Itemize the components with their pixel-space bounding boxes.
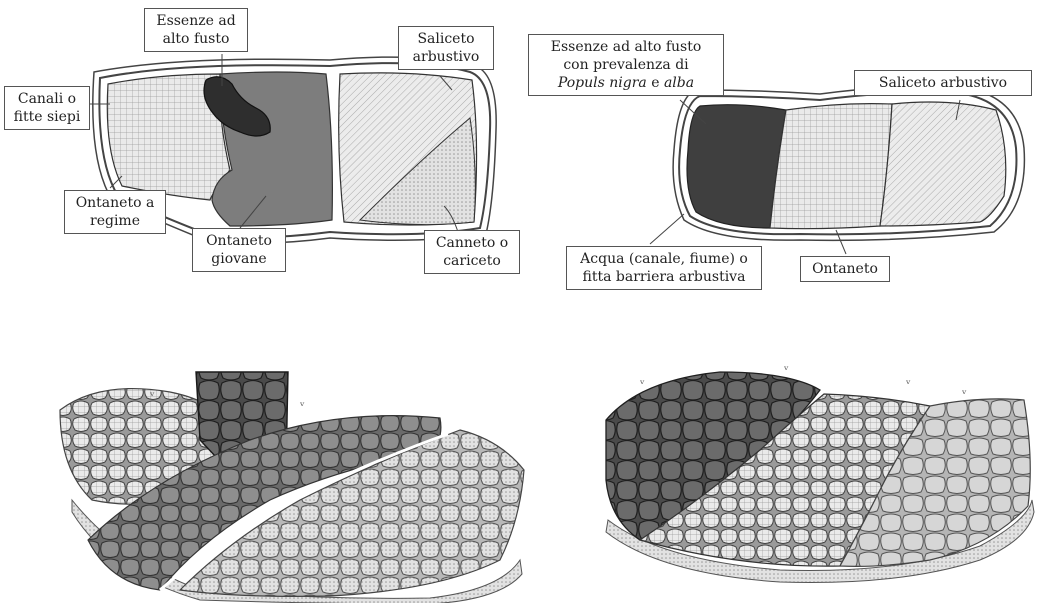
label-willow-left-line1: Saliceto (405, 30, 487, 48)
label-high-trees: Essenze ad alto fusto (144, 8, 248, 52)
label-alder-young: Ontaneto giovane (192, 228, 286, 272)
label-reeds-line1: Canneto o (431, 234, 513, 252)
label-alder-regime-line1: Ontaneto a (71, 194, 159, 212)
label-high-trees-right-line1: Essenze ad alto fusto (535, 38, 717, 56)
bird-icon-6: ᵛ (961, 387, 967, 401)
label-species-join: e (647, 75, 664, 91)
right-plan-map (650, 86, 1024, 254)
label-reeds: Canneto o cariceto (424, 230, 520, 274)
label-alder-regime: Ontaneto a regime (64, 190, 166, 234)
label-alder-young-line2: giovane (199, 250, 279, 268)
right-3d-view: ᵛ ᵛ ᵛ ᵛ (606, 363, 1034, 583)
zone-willow-hatch (880, 102, 1006, 226)
bird-icon-4: ᵛ (783, 363, 789, 377)
label-alder-regime-line2: regime (71, 212, 159, 230)
bird-icon-1: ᵛ (149, 389, 155, 403)
label-willow-left-line2: arbustivo (405, 48, 487, 66)
bird-icon-5: ᵛ (905, 377, 911, 391)
label-water-line1: Acqua (canale, fiume) o (573, 250, 755, 268)
label-high-trees-line2: alto fusto (151, 30, 241, 48)
label-willow-right: Saliceto arbustivo (854, 70, 1032, 96)
label-high-trees-right-line3: Populs nigra e alba (535, 74, 717, 92)
label-species-alba: alba (664, 75, 694, 91)
leader-water (650, 214, 684, 244)
bird-icon-3: ᵛ (639, 377, 645, 391)
label-alder-text: Ontaneto (807, 260, 883, 278)
label-water: Acqua (canale, fiume) o fitta barriera a… (566, 246, 762, 290)
label-species-nigra: Populs nigra (558, 75, 647, 91)
zone-alder-grid (770, 104, 892, 229)
label-reeds-line2: cariceto (431, 252, 513, 270)
label-willow-left: Saliceto arbustivo (398, 26, 494, 70)
left-3d-view: ᵛ ᵛ (60, 372, 524, 603)
bird-icon-2: ᵛ (299, 399, 305, 413)
label-high-trees-line1: Essenze ad (151, 12, 241, 30)
label-canals: Canali o fitte siepi (4, 86, 90, 130)
label-water-line2: fitta barriera arbustiva (573, 268, 755, 286)
label-alder-young-line1: Ontaneto (199, 232, 279, 250)
label-canals-line2: fitte siepi (11, 108, 83, 126)
zone-water-dark (687, 105, 786, 228)
label-high-trees-right: Essenze ad alto fusto con prevalenza di … (528, 34, 724, 96)
label-alder: Ontaneto (800, 256, 890, 282)
label-willow-right-text: Saliceto arbustivo (861, 74, 1025, 92)
label-canals-line1: Canali o (11, 90, 83, 108)
label-high-trees-right-line2: con prevalenza di (535, 56, 717, 74)
